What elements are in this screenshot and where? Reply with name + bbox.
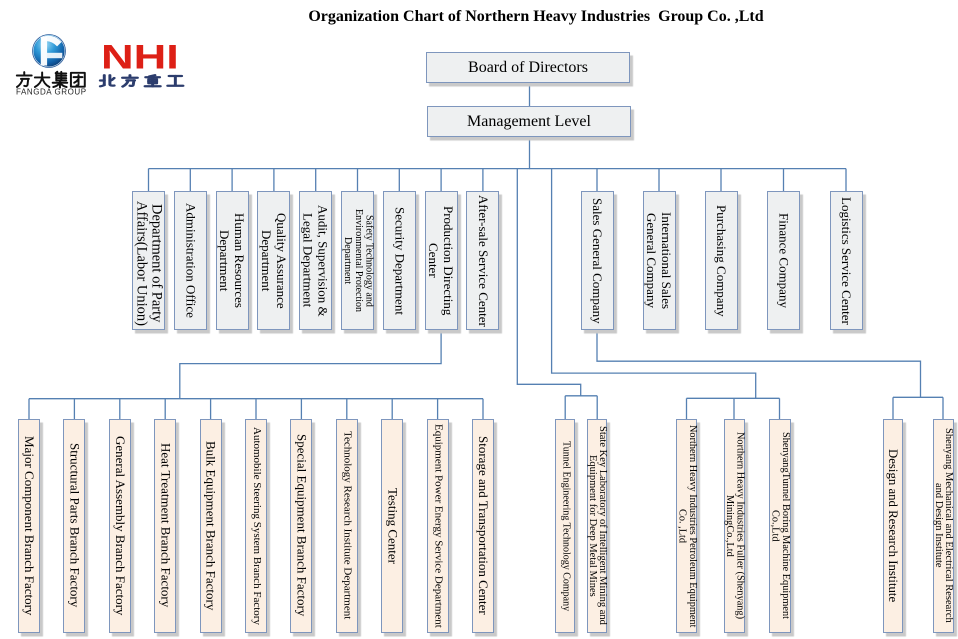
svg-text:NHI: NHI	[101, 39, 179, 76]
svg-text:FANGDA GROUP: FANGDA GROUP	[16, 88, 87, 97]
